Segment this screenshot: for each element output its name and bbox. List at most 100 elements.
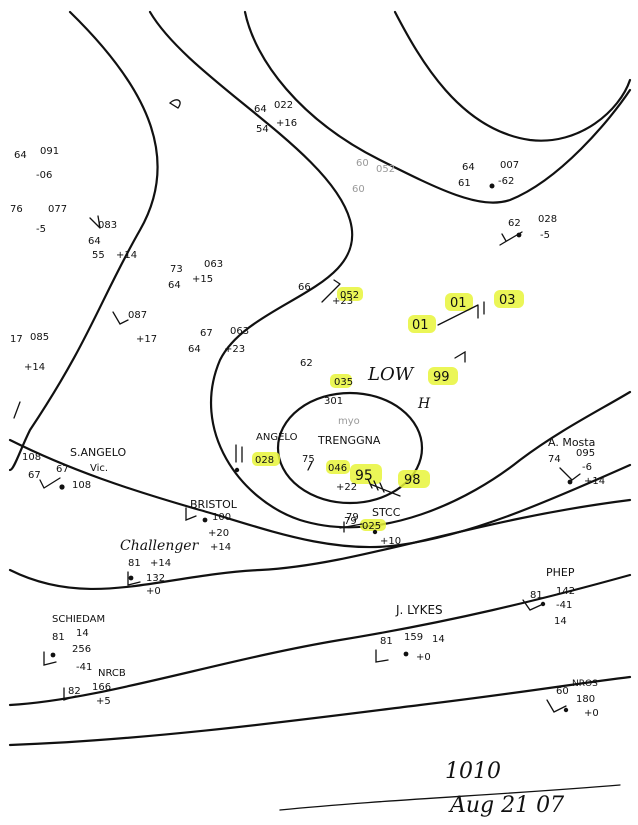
obs-n2: 79 bbox=[344, 516, 357, 527]
obs-j3: -5 bbox=[540, 230, 550, 241]
obs-g3: 54 bbox=[256, 124, 269, 135]
isobar-south-1 bbox=[8, 498, 632, 591]
obs-w1: 74 bbox=[548, 454, 561, 465]
obs-s2: 14 bbox=[76, 628, 89, 639]
obs-l1: 62 bbox=[300, 358, 313, 369]
obs-q1: 100 bbox=[212, 512, 231, 523]
obs-g1: 64 bbox=[254, 104, 267, 115]
obs-t1: 82 bbox=[68, 686, 81, 697]
isobar-south-3 bbox=[8, 675, 632, 747]
station-nrcb: NRCB bbox=[98, 668, 126, 679]
obs-g2: 022 bbox=[274, 100, 293, 111]
obs-p3: 67 bbox=[56, 464, 69, 475]
obs-f1: 67 bbox=[200, 328, 213, 339]
obs-a1: 64 bbox=[14, 150, 27, 161]
station-schiedam: SCHIEDAM bbox=[52, 614, 105, 625]
obs-a3: -06 bbox=[36, 170, 52, 181]
obs-a2: 091 bbox=[40, 146, 59, 157]
obs-p2: 67 bbox=[28, 470, 41, 481]
obs-d4: +15 bbox=[192, 274, 213, 285]
obs-j2: 028 bbox=[538, 214, 557, 225]
isobar-value-label: 1010 bbox=[445, 759, 501, 784]
obs-y3: +14 bbox=[24, 362, 45, 373]
hl-value-3: 03 bbox=[499, 293, 516, 308]
obs-r4: +0 bbox=[146, 586, 161, 597]
obs-y2: 085 bbox=[30, 332, 49, 343]
station-dots bbox=[50, 183, 573, 713]
hl-value-2: 01 bbox=[450, 296, 467, 311]
low-label: LOW bbox=[367, 364, 415, 385]
obs-i3: 61 bbox=[458, 178, 471, 189]
obs-o2: 025 bbox=[362, 521, 381, 532]
obs-h3: 60 bbox=[352, 184, 365, 195]
isobar-low-center bbox=[276, 391, 424, 505]
obs-u3: 14 bbox=[432, 634, 445, 645]
obs-k1: 66 bbox=[298, 282, 311, 293]
obs-x2: 180 bbox=[576, 694, 595, 705]
obs-k2: 052 bbox=[340, 290, 359, 301]
obs-e1: 087 bbox=[128, 310, 147, 321]
obs-b3: -5 bbox=[36, 224, 46, 235]
isobar-inner-trough bbox=[148, 10, 632, 529]
obs-i2: 007 bbox=[500, 160, 519, 171]
obs-i1: 64 bbox=[462, 162, 475, 173]
station-nros: NROS bbox=[572, 679, 598, 689]
obs-r1: 81 bbox=[128, 558, 141, 569]
obs-m3: +22 bbox=[336, 482, 357, 493]
obs-w4: +14 bbox=[584, 476, 605, 487]
obs-w2: 095 bbox=[576, 448, 595, 459]
obs-p1: 108 bbox=[22, 452, 41, 463]
obs-q2: +20 bbox=[208, 528, 229, 539]
date-label: Aug 21 07 bbox=[448, 793, 564, 818]
isobar-northeast bbox=[243, 10, 632, 204]
station-a-mosta: A. Mosta bbox=[548, 436, 595, 449]
obs-t3: +5 bbox=[96, 696, 111, 707]
station-phep: PHEP bbox=[546, 566, 575, 579]
obs-b1: 76 bbox=[10, 204, 23, 215]
obs-l2: 035 bbox=[334, 377, 353, 388]
hl-value-1: 01 bbox=[412, 318, 429, 333]
obs-r2: +14 bbox=[150, 558, 171, 569]
hl-value-4: 99 bbox=[433, 370, 450, 385]
obs-f3: 64 bbox=[188, 344, 201, 355]
hl-value-6: 98 bbox=[404, 473, 421, 488]
isobar-south-2 bbox=[8, 573, 632, 707]
high-label: H bbox=[417, 396, 431, 412]
obs-h2: 052 bbox=[376, 164, 395, 175]
obs-b2: 077 bbox=[48, 204, 67, 215]
obs-p4: 108 bbox=[72, 480, 91, 491]
isobar-northeast-2 bbox=[393, 10, 632, 142]
obs-u4: +0 bbox=[416, 652, 431, 663]
obs-o1: 79 bbox=[346, 512, 359, 523]
station-observations: 64 091 -06 76 077 -5 083 64 55 +14 063 7… bbox=[10, 100, 605, 719]
obs-j1: 62 bbox=[508, 218, 521, 229]
station-lykes: J. LYKES bbox=[395, 603, 443, 617]
obs-d2: 73 bbox=[170, 264, 183, 275]
obs-v4: 14 bbox=[554, 616, 567, 627]
obs-v2: 142 bbox=[556, 586, 575, 597]
obs-u1: 81 bbox=[380, 636, 393, 647]
hl-value-5: 95 bbox=[355, 468, 373, 484]
station-bristol: BRISTOL bbox=[190, 498, 238, 511]
obs-n1: 028 bbox=[255, 455, 274, 466]
obs-x1: 60 bbox=[556, 686, 569, 697]
obs-t2: 166 bbox=[92, 682, 111, 693]
isobar-bottom-right bbox=[279, 784, 621, 811]
obs-o3: +10 bbox=[380, 536, 401, 547]
obs-x3: +0 bbox=[584, 708, 599, 719]
obs-s4: -41 bbox=[76, 662, 92, 673]
obs-r3: 132 bbox=[146, 573, 165, 584]
obs-h1: 60 bbox=[356, 158, 369, 169]
obs-y1: 17 bbox=[10, 334, 23, 345]
obs-d3: 64 bbox=[168, 280, 181, 291]
obs-d1: 063 bbox=[204, 259, 223, 270]
station-stcc: STCC bbox=[372, 506, 401, 519]
obs-u2: 159 bbox=[404, 632, 423, 643]
obs-s3: 256 bbox=[72, 644, 91, 655]
obs-k3: +23 bbox=[332, 296, 353, 307]
obs-c3: 55 bbox=[92, 250, 105, 261]
obs-m1: 75 bbox=[302, 454, 315, 465]
obs-c1: 083 bbox=[98, 220, 117, 231]
center-sub-label: myo bbox=[338, 416, 360, 427]
obs-f2: 063 bbox=[230, 326, 249, 337]
